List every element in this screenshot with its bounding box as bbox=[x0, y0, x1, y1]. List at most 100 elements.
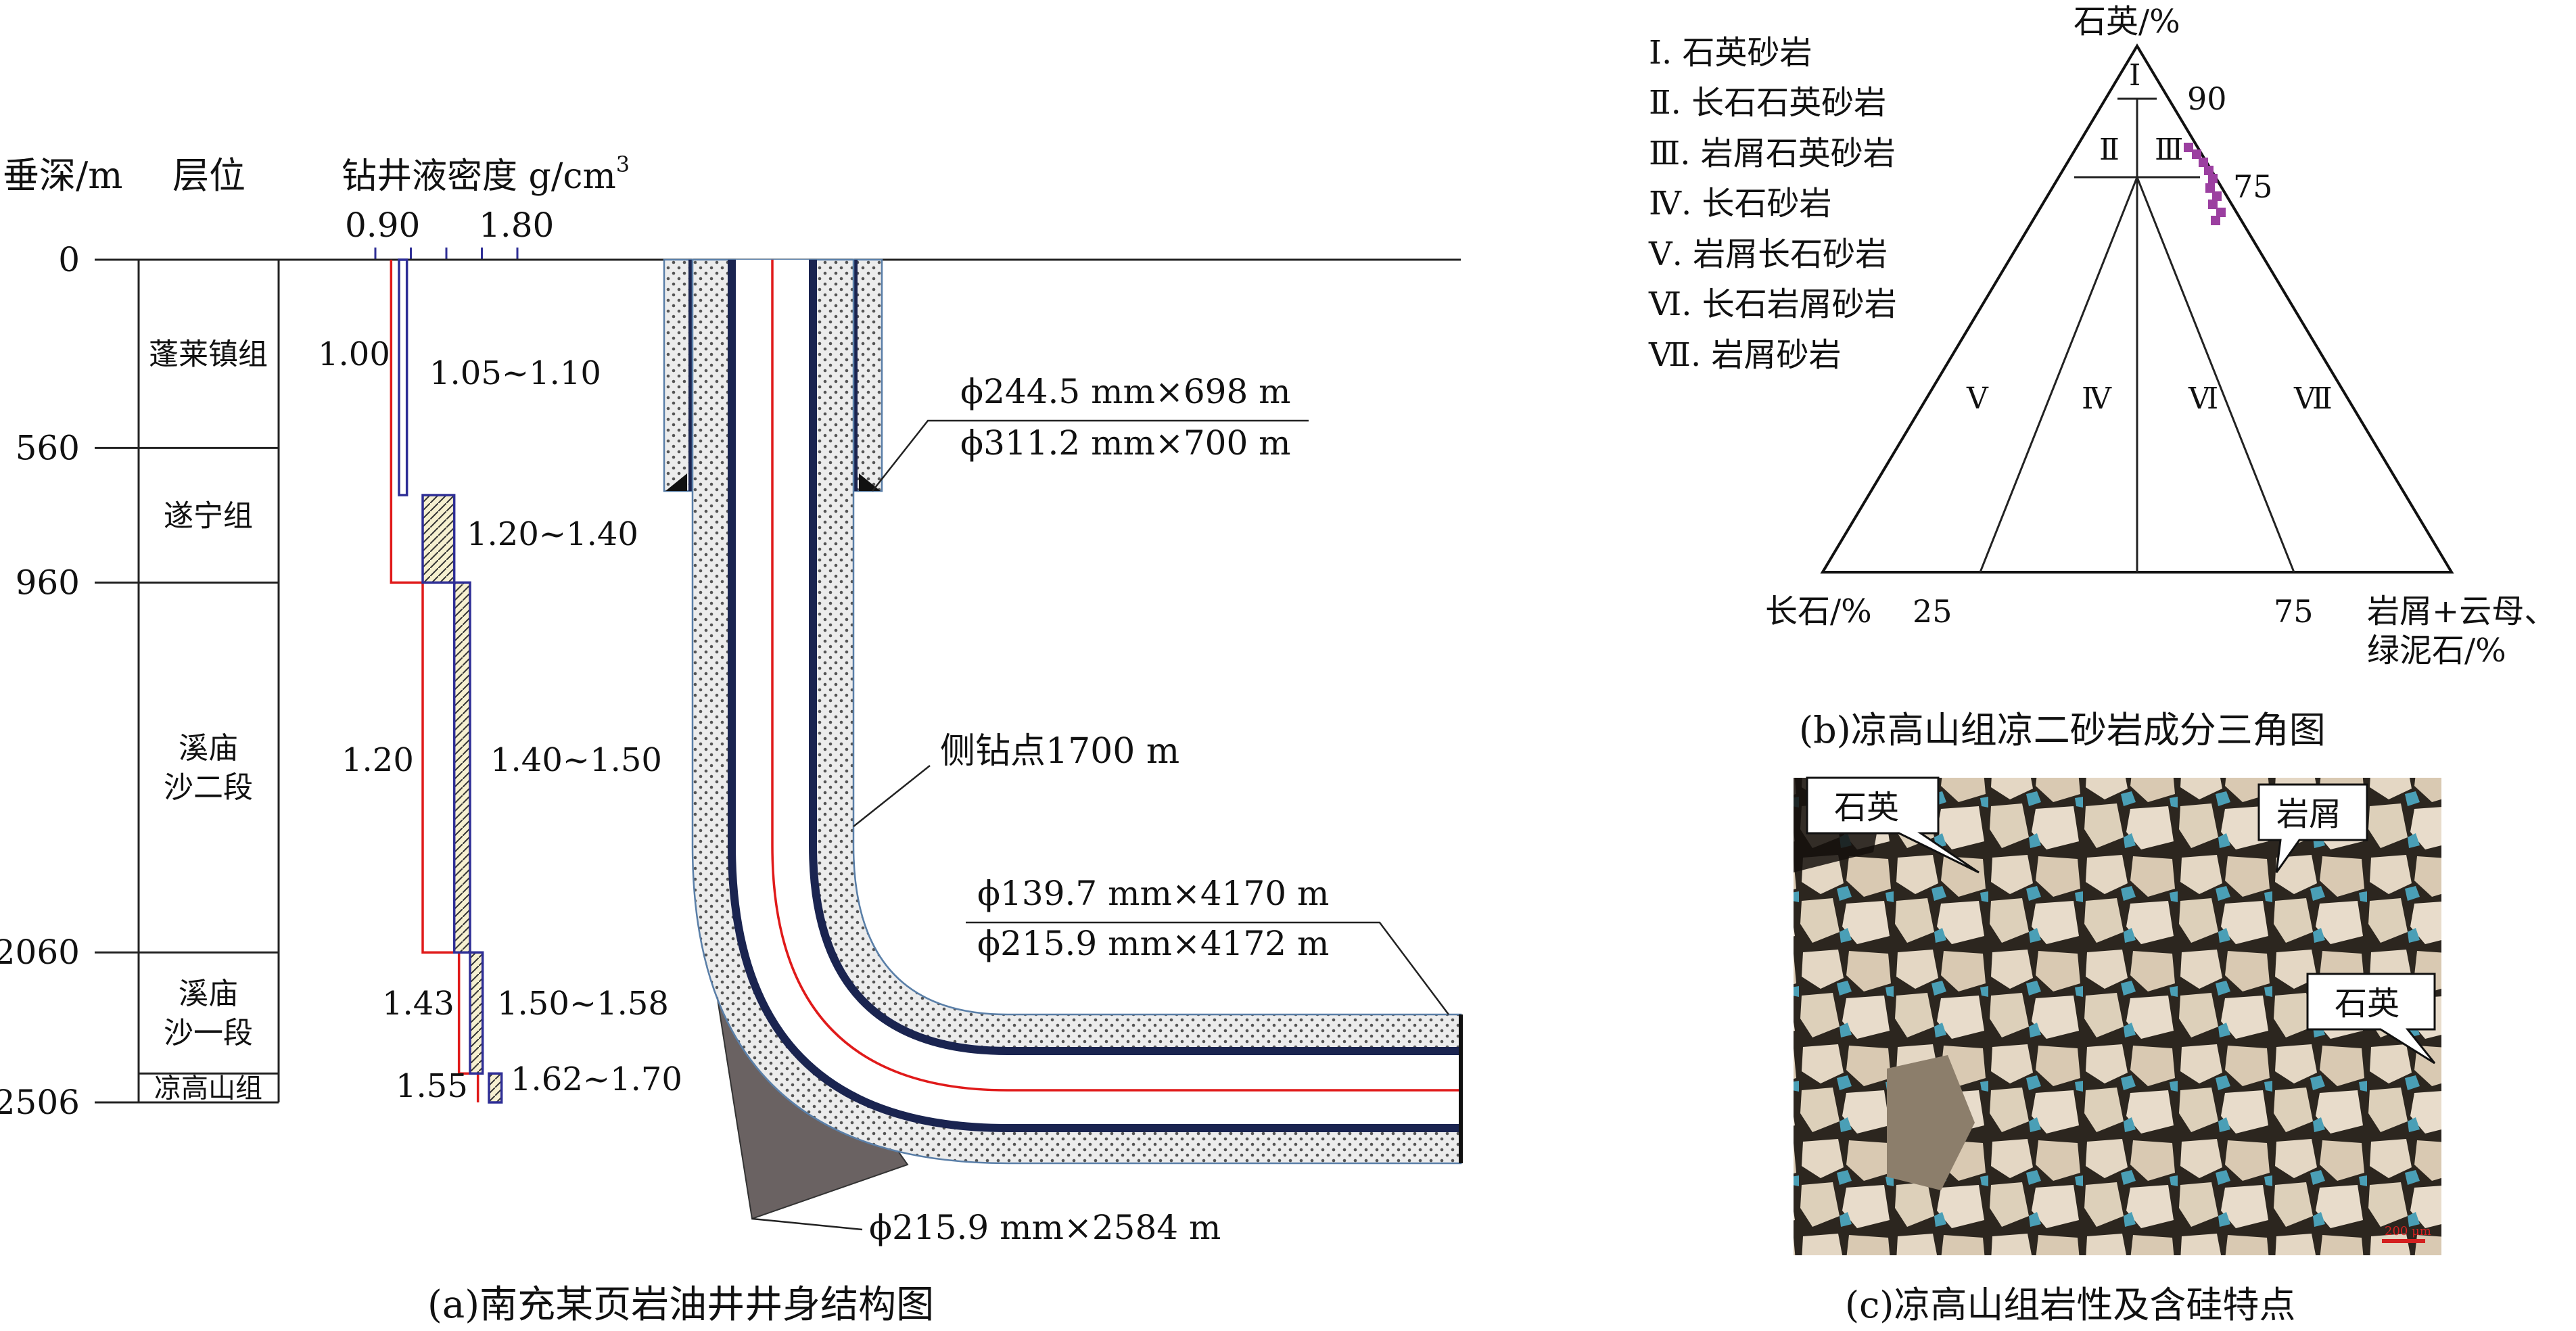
left-vertex-label: 长石/% bbox=[1765, 592, 1872, 630]
micrograph-lithic-grain bbox=[1887, 1055, 1975, 1190]
design-density-label: 1.55 bbox=[396, 1067, 468, 1105]
production-casing-label: ϕ139.7 mm×4170 m bbox=[977, 874, 1329, 913]
bottom-tick-25: 25 bbox=[1913, 593, 1952, 630]
production-casing-outer bbox=[728, 260, 1461, 1132]
actual-density-band bbox=[421, 494, 456, 584]
field-label-3: Ⅲ bbox=[2155, 133, 2183, 167]
surface-casing-label: ϕ244.5 mm×698 m bbox=[960, 372, 1291, 411]
callout-text: 石英 bbox=[2335, 985, 2399, 1023]
panel-a-well-structure: 垂深/m 层位 钻井液密度 g/cm3 0.90 1.80 0560960206… bbox=[0, 151, 1463, 1327]
scale-bar-label: 200 μm bbox=[2385, 1224, 2431, 1238]
callout-bubble bbox=[2306, 973, 2436, 1065]
surface-cement-left bbox=[663, 258, 694, 492]
tubing-red-line bbox=[771, 260, 1461, 1092]
bottom-tick-75: 75 bbox=[2274, 593, 2314, 630]
depth-tick-label: 560 bbox=[16, 428, 80, 467]
actual-density-label: 1.62~1.70 bbox=[511, 1060, 682, 1098]
callout-text: 石英 bbox=[1834, 789, 1899, 826]
callout-quartz-2: 石英 bbox=[2306, 973, 2436, 1065]
well-schematic bbox=[663, 258, 1463, 1220]
panel-b-caption: (b)凉高山组凉二砂岩成分三角图 bbox=[1799, 709, 2326, 751]
legend-item-6: Ⅵ. 长石岩屑砂岩 bbox=[1648, 285, 1897, 323]
callout-quartz-1: 石英 bbox=[1806, 776, 1980, 874]
tick-label-75: 75 bbox=[2233, 168, 2273, 205]
surface-cement-right bbox=[852, 258, 883, 492]
callout-bubble bbox=[1806, 776, 1980, 874]
legend-item-1: Ⅰ. 石英砂岩 bbox=[1649, 34, 1812, 72]
sample-marker bbox=[2211, 216, 2220, 225]
density-axis-title: 钻井液密度 g/cm3 bbox=[342, 151, 630, 197]
sample-marker bbox=[2204, 166, 2214, 175]
callout-bubble bbox=[2257, 783, 2368, 873]
field-label-5: Ⅴ bbox=[1966, 381, 1989, 416]
ternary-legend: Ⅰ. 石英砂岩 Ⅱ. 长石石英砂岩 Ⅲ. 岩屑石英砂岩 Ⅳ. 长石砂岩 Ⅴ. 岩… bbox=[1648, 34, 1897, 374]
pilot-hole-leader bbox=[751, 1217, 863, 1231]
depth-tick-label: 960 bbox=[16, 563, 80, 602]
right-vertex-label-2: 绿泥石/% bbox=[2367, 632, 2506, 670]
formation-name: 溪庙 bbox=[179, 977, 238, 1011]
sample-marker bbox=[2199, 158, 2208, 167]
surface-casing-leader bbox=[872, 419, 1309, 492]
panel-c-caption: (c)凉高山组岩性及含硅特点 bbox=[1845, 1284, 2295, 1326]
sample-marker bbox=[2205, 183, 2215, 193]
sample-marker bbox=[2212, 191, 2222, 201]
legend-item-5: Ⅴ. 岩屑长石砂岩 bbox=[1648, 235, 1888, 273]
formation-name: 蓬莱镇组 bbox=[149, 337, 268, 372]
production-casing-inner bbox=[809, 260, 1461, 1055]
depth-tick-label: 2506 bbox=[0, 1083, 80, 1122]
field-label-7: Ⅶ bbox=[2293, 381, 2333, 416]
sidetrack-label: 侧钻点1700 m bbox=[940, 731, 1179, 772]
right-vertex-label-1: 岩屑+云母、 bbox=[2367, 592, 2556, 630]
actual-density-band bbox=[469, 951, 484, 1075]
pilot-hole-label: ϕ215.9 mm×2584 m bbox=[869, 1208, 1221, 1247]
depth-axis-title: 垂深/m bbox=[3, 154, 122, 197]
boundary-iii-vi bbox=[2136, 177, 2295, 573]
panel-c-thin-section: 石英 岩屑 石英 200 μm (c)凉高山组岩性及含硅特点 bbox=[1794, 776, 2441, 1326]
field-label-6: Ⅵ bbox=[2188, 381, 2218, 416]
production-casing-leader bbox=[966, 921, 1449, 1015]
actual-density-label: 1.50~1.58 bbox=[497, 985, 669, 1023]
density-axis-ticks bbox=[374, 248, 519, 260]
strata-column-title: 层位 bbox=[172, 154, 245, 197]
panel-a-caption: (a)南充某页岩油井井身结构图 bbox=[427, 1283, 934, 1327]
panel-b-ternary-diagram: Ⅰ. 石英砂岩 Ⅱ. 长石石英砂岩 Ⅲ. 岩屑石英砂岩 Ⅳ. 长石砂岩 Ⅴ. 岩… bbox=[1648, 3, 2556, 751]
apex-label: 石英/% bbox=[2074, 3, 2180, 41]
sample-marker bbox=[2208, 174, 2218, 183]
design-density-label: 1.43 bbox=[382, 985, 454, 1023]
callout-lithic: 岩屑 bbox=[2257, 783, 2368, 873]
legend-item-4: Ⅳ. 长石砂岩 bbox=[1649, 185, 1831, 223]
formation-name: 凉高山组 bbox=[154, 1073, 262, 1104]
design-density-label: 1.00 bbox=[318, 335, 390, 373]
actual-density-band bbox=[452, 581, 471, 954]
tick-label-90: 90 bbox=[2187, 80, 2227, 117]
scale-bar bbox=[2382, 1239, 2425, 1243]
field-label-2: Ⅱ bbox=[2099, 133, 2120, 167]
production-hole-label: ϕ215.9 mm×4172 m bbox=[977, 924, 1329, 963]
design-density-label: 1.20 bbox=[342, 741, 414, 779]
actual-density-band bbox=[488, 1072, 503, 1104]
depth-tick-label: 2060 bbox=[0, 933, 80, 972]
formation-name: 沙二段 bbox=[164, 770, 253, 805]
actual-density-band bbox=[398, 258, 408, 496]
sample-marker bbox=[2216, 208, 2226, 217]
sample-marker bbox=[2208, 200, 2218, 209]
actual-density-label: 1.20~1.40 bbox=[467, 515, 638, 553]
callout-text: 岩屑 bbox=[2276, 795, 2341, 833]
wellbore-interior bbox=[732, 260, 1461, 1128]
sidetrack-leader bbox=[853, 765, 931, 827]
surface-hole-label: ϕ311.2 mm×700 m bbox=[960, 423, 1291, 463]
sample-marker bbox=[2184, 143, 2193, 152]
casing-shoe-left bbox=[665, 473, 687, 491]
field-label-4: Ⅳ bbox=[2082, 381, 2112, 416]
density-profile: 1.001.201.431.551.05~1.101.20~1.401.40~1… bbox=[318, 258, 682, 1105]
density-tick-min: 0.90 bbox=[345, 206, 420, 245]
legend-item-3: Ⅲ. 岩屑石英砂岩 bbox=[1649, 135, 1896, 172]
sample-marker bbox=[2192, 149, 2201, 159]
density-tick-max: 1.80 bbox=[479, 206, 554, 245]
formation-name: 溪庙 bbox=[179, 731, 238, 766]
actual-density-label: 1.40~1.50 bbox=[490, 741, 662, 779]
field-label-1: Ⅰ bbox=[2129, 58, 2140, 93]
